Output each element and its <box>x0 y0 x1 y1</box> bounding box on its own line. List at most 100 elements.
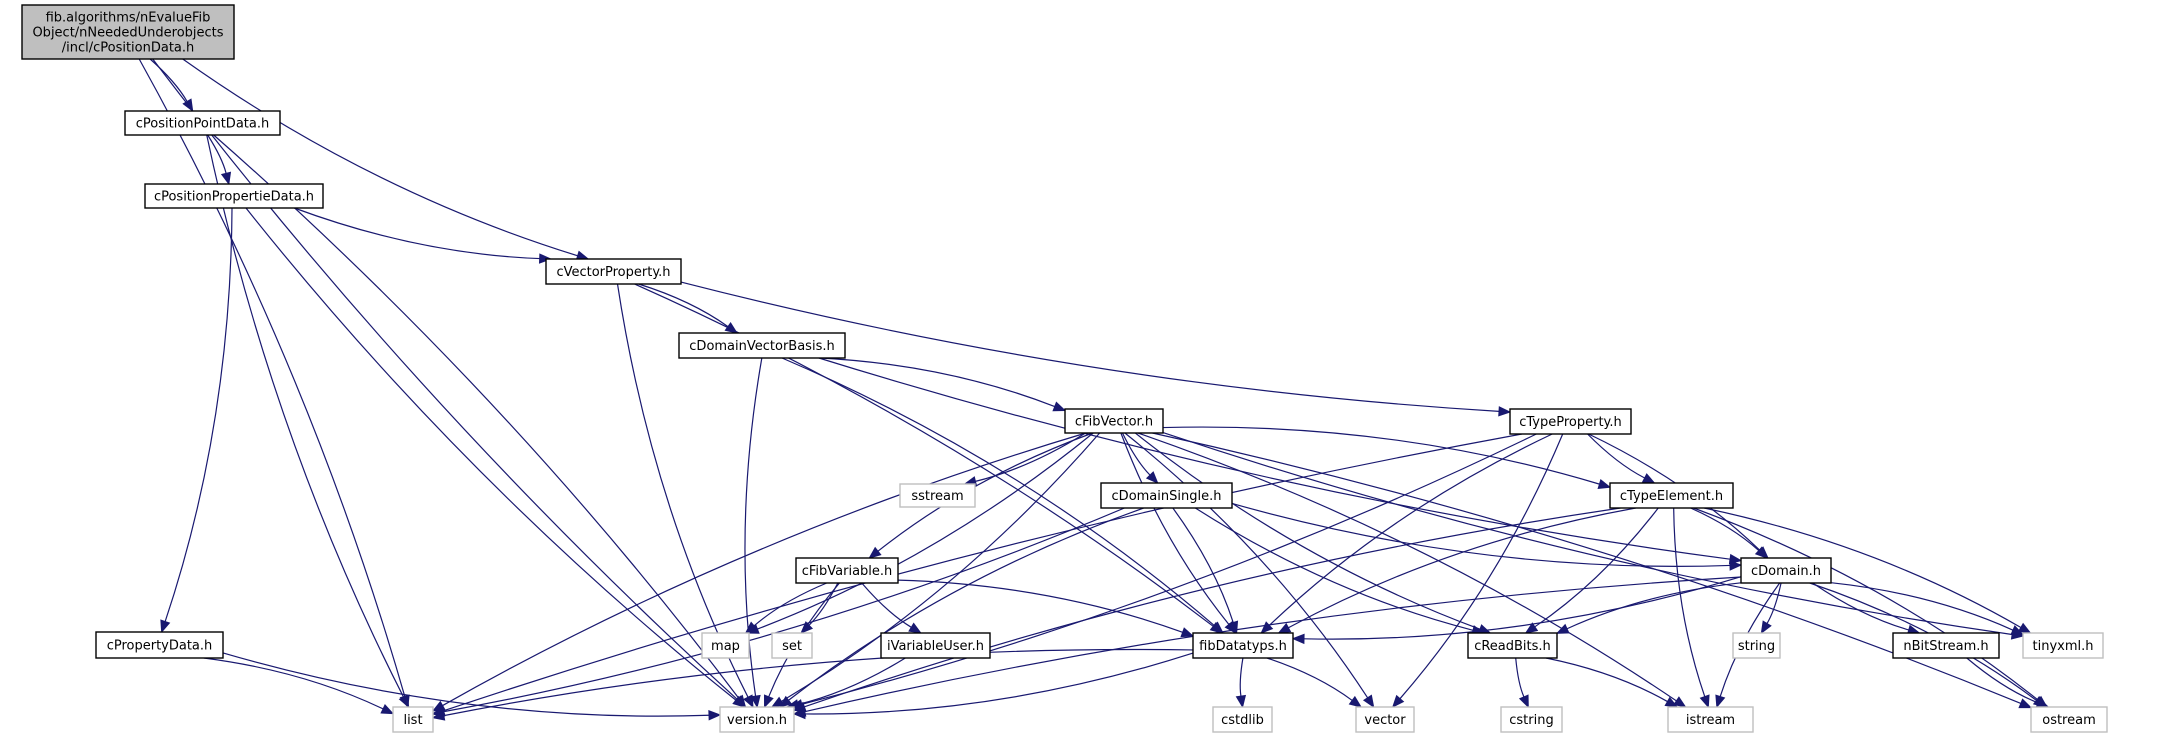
node-label: iVariableUser.h <box>887 639 984 654</box>
arrowhead-icon <box>1498 406 1512 417</box>
edge-cDomain-to-nBitStream <box>1812 582 1909 631</box>
node-label: sstream <box>911 489 963 504</box>
node-fibDatatyps[interactable]: fibDatatyps.h <box>1192 632 1294 659</box>
edge-cDomain-to-fibDatatyps <box>1303 576 1742 640</box>
node-box <box>1192 632 1294 659</box>
edge-cDomainVectorBasis-to-cDomain <box>818 357 1731 560</box>
node-cPositionPropertieData[interactable]: cPositionPropertieData.h <box>144 183 324 209</box>
edge-cTypeProperty-to-cTypeElement <box>1587 433 1645 479</box>
node-label: cPositionPointData.h <box>136 117 269 132</box>
node-label: cDomain.h <box>1751 564 1821 579</box>
edge-iVariableUser-to-version <box>797 657 906 706</box>
arrowhead-icon <box>1277 622 1292 634</box>
arrowhead-icon <box>1362 694 1375 709</box>
edge-cDomainSingle-to-cDomain <box>1231 502 1731 567</box>
node-box <box>1212 706 1273 733</box>
edge-cFibVector-to-list <box>442 432 1086 707</box>
edge-cDomain-to-version <box>804 576 1742 713</box>
arrowhead-icon <box>380 703 395 715</box>
node-cFibVector[interactable]: cFibVector.h <box>1064 408 1164 434</box>
node-cDomainSingle[interactable]: cDomainSingle.h <box>1100 482 1233 509</box>
node-label: string <box>1738 639 1775 654</box>
edge-cFibVector-to-map <box>757 432 1094 630</box>
arrowhead-icon <box>750 694 761 709</box>
edge-root-to-cVectorProperty <box>182 58 578 257</box>
edge-cFibVector-to-cReadBits <box>1134 432 1481 630</box>
edge-nBitStream-to-ostream <box>1966 657 2039 704</box>
edge-cFibVector-to-cDomainSingle <box>1121 432 1151 476</box>
node-box <box>21 4 235 60</box>
arrowhead-icon <box>1524 622 1539 634</box>
node-box <box>1732 632 1781 659</box>
node-cDomainVectorBasis[interactable]: cDomainVectorBasis.h <box>678 332 846 359</box>
arrowhead-icon <box>792 708 806 720</box>
edge-cDomain-to-cReadBits <box>1566 582 1742 630</box>
node-cReadBits[interactable]: cReadBits.h <box>1467 632 1558 659</box>
edge-cDomainSingle-to-list <box>443 507 1125 713</box>
node-box <box>392 706 434 733</box>
node-root[interactable]: fib.algorithms/nEvalueFibObject/nNeededU… <box>21 4 235 60</box>
edge-cTypeElement-to-cReadBits <box>1534 507 1659 628</box>
edge-cVectorProperty-to-cDomainVectorBasis <box>638 283 729 328</box>
edge-cPositionPointData-to-version <box>213 134 740 699</box>
node-box <box>2030 706 2108 733</box>
node-box <box>1667 706 1754 733</box>
node-label: cTypeElement.h <box>1620 489 1723 504</box>
edge-fibDatatyps-to-vector <box>1266 657 1353 701</box>
arrowhead-icon <box>1729 560 1743 571</box>
node-cVectorProperty[interactable]: cVectorProperty.h <box>545 258 682 285</box>
node-box <box>899 483 976 508</box>
node-cDomain[interactable]: cDomain.h <box>1740 557 1832 584</box>
node-box <box>795 557 899 584</box>
arrowhead-icon <box>1518 694 1529 709</box>
node-cFibVariable[interactable]: cFibVariable.h <box>795 557 899 584</box>
edge-fibDatatyps-to-version <box>804 652 1194 715</box>
edges-layer <box>138 58 2050 721</box>
edge-cDomainVectorBasis-to-cFibVector <box>820 357 1055 408</box>
edge-root-to-cPositionPointData <box>149 58 188 102</box>
arrowhead-icon <box>1641 473 1656 484</box>
node-box <box>1500 706 1563 733</box>
edge-cFibVector-to-cTypeElement <box>1162 426 1600 485</box>
node-label: /incl/cPositionData.h <box>62 41 195 56</box>
arrowhead-icon <box>2017 622 2032 634</box>
arrowhead-icon <box>1715 694 1726 709</box>
node-box <box>880 632 991 659</box>
edge-cPositionPropertieData-to-cPropertyData <box>164 207 233 622</box>
node-cTypeElement[interactable]: cTypeElement.h <box>1609 482 1734 509</box>
node-label: cstdlib <box>1221 713 1264 728</box>
edge-cDomainVectorBasis-to-version <box>744 357 763 697</box>
edge-cDomainSingle-to-cReadBits <box>1195 507 1474 631</box>
node-label: cPositionPropertieData.h <box>154 190 314 205</box>
edge-cFibVariable-to-map <box>753 582 827 627</box>
node-iVariableUser[interactable]: iVariableUser.h <box>880 632 991 659</box>
arrowhead-icon <box>708 710 722 721</box>
edge-cFibVector-to-fibDatatyps <box>1120 432 1230 625</box>
arrowhead-icon <box>398 694 410 709</box>
arrowhead-icon <box>220 171 232 186</box>
node-label: cDomainSingle.h <box>1112 489 1222 504</box>
edge-cTypeProperty-to-version <box>801 433 1537 705</box>
node-vector: vector <box>1355 706 1415 733</box>
edge-cDomainVectorBasis-to-fibDatatyps <box>781 357 1216 627</box>
edge-cFibVector-to-version <box>781 432 1101 702</box>
node-nBitStream[interactable]: nBitStream.h <box>1892 632 2000 659</box>
edge-cFibVector-to-istream <box>1137 432 1677 702</box>
edge-cTypeElement-to-istream <box>1673 507 1706 697</box>
node-cPositionPointData[interactable]: cPositionPointData.h <box>124 110 281 136</box>
edge-cFibVector-to-vector <box>1124 432 1369 699</box>
node-istream: istream <box>1667 706 1754 733</box>
edge-cTypeElement-to-cDomain <box>1690 507 1760 552</box>
edge-cTypeProperty-to-vector <box>1399 433 1564 700</box>
node-cTypeProperty[interactable]: cTypeProperty.h <box>1509 408 1632 435</box>
node-cPropertyData[interactable]: cPropertyData.h <box>95 631 224 659</box>
node-label: map <box>711 639 740 654</box>
arrowhead-icon <box>908 622 922 634</box>
edge-cReadBits-to-istream <box>1545 657 1668 703</box>
node-label: cReadBits.h <box>1474 639 1551 654</box>
edge-cDomain-to-tinyxml <box>1830 582 2014 631</box>
arrowhead-icon <box>1673 696 1687 708</box>
nodes-layer: fib.algorithms/nEvalueFibObject/nNeededU… <box>21 4 2108 733</box>
arrowhead-icon <box>1555 623 1570 634</box>
